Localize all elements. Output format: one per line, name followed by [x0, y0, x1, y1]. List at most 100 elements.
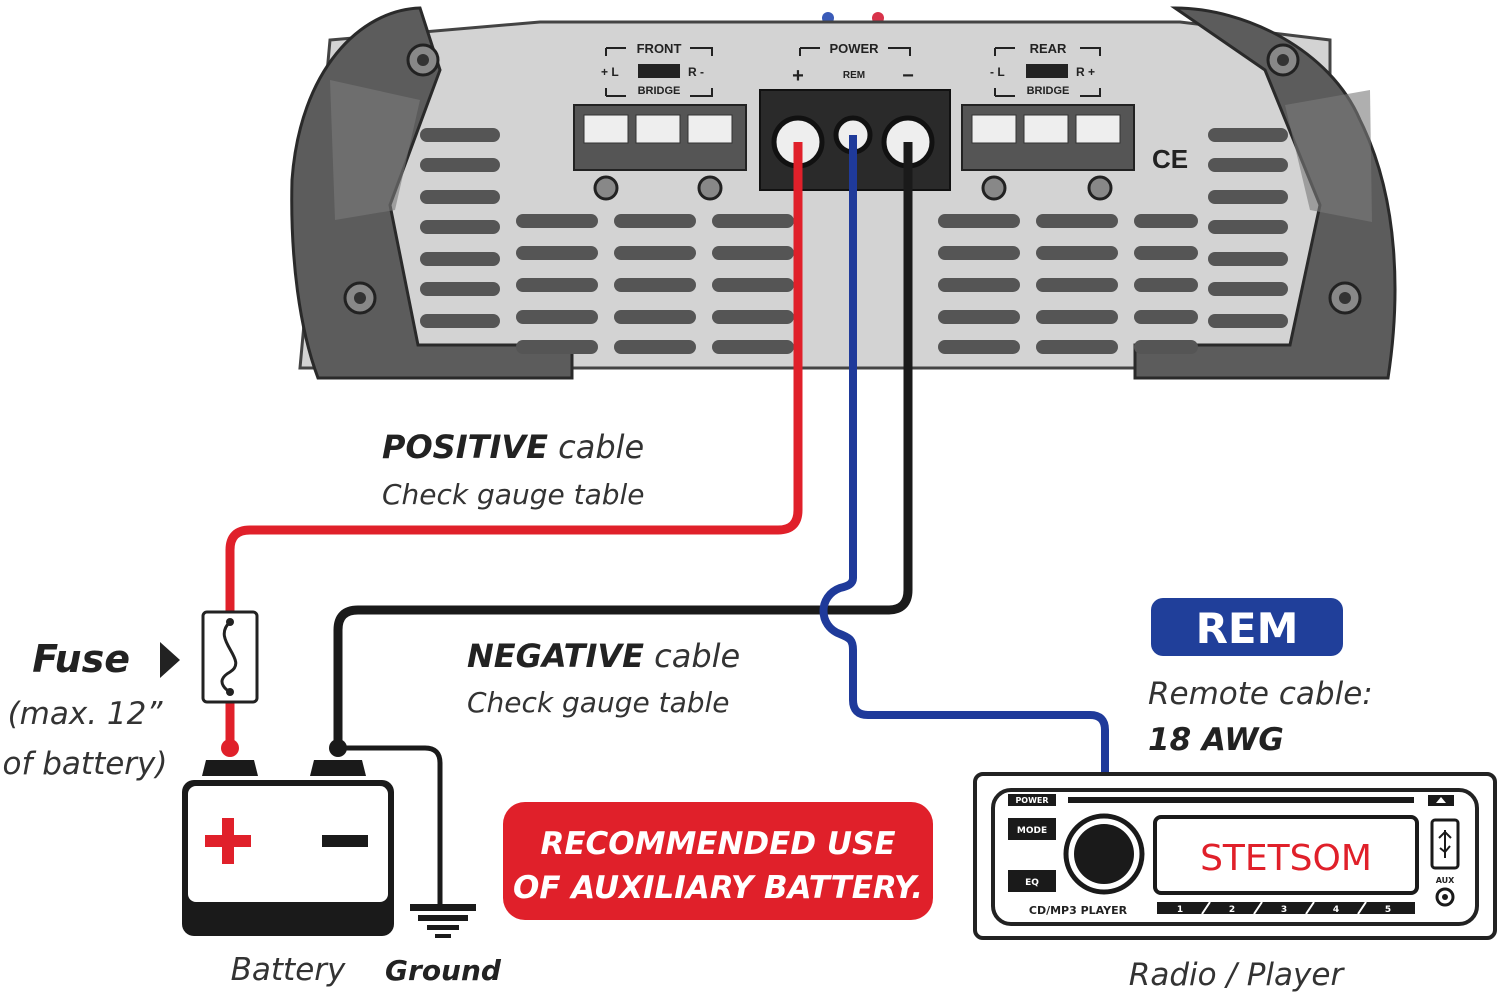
- auxiliary-battery-banner: RECOMMENDED USE OF AUXILIARY BATTERY.: [503, 802, 933, 920]
- front-bridge-label: BRIDGE: [638, 85, 681, 97]
- front-label-group: FRONT BRIDGE + L R -: [601, 41, 713, 97]
- vent-slot: [1208, 252, 1288, 266]
- power-label-group: POWER + REM −: [792, 41, 914, 87]
- positive-cable-note: Check gauge table: [382, 478, 645, 511]
- radio-label: Radio / Player: [1129, 957, 1346, 993]
- vent-slot: [712, 246, 794, 260]
- amplifier: FRONT BRIDGE + L R - POWER + REM − REAR …: [290, 6, 1397, 380]
- vent-slot: [938, 214, 1020, 228]
- rear-label-group: REAR BRIDGE - L R +: [990, 41, 1101, 97]
- vent-slot: [712, 214, 794, 228]
- vent-slot: [938, 278, 1020, 292]
- vent-slot: [1134, 246, 1198, 260]
- vent-slot: [516, 246, 598, 260]
- usb-icon: [1438, 830, 1452, 858]
- vent-slot: [420, 252, 500, 266]
- preset-button[interactable]: 5: [1385, 905, 1391, 915]
- rem-badge-text: REM: [1196, 604, 1299, 653]
- power-plus-label: +: [792, 65, 804, 87]
- mode-button[interactable]: [1008, 818, 1056, 840]
- vent-slot: [516, 278, 598, 292]
- fuse: [201, 610, 259, 704]
- front-polarity-left: + L: [601, 65, 619, 79]
- positive-cable: [225, 142, 803, 612]
- front-terminal-block: [573, 104, 747, 201]
- negative-cable-bold: NEGATIVE: [467, 637, 644, 675]
- vent-slot: [614, 340, 696, 354]
- vent-slot: [1208, 314, 1288, 328]
- vent-slot: [712, 340, 794, 354]
- preset-divider: [1201, 901, 1211, 915]
- vent-slot: [938, 246, 1020, 260]
- power-minus-label: −: [902, 65, 914, 87]
- eject-icon: [1436, 797, 1446, 803]
- rem-description: Remote cable:: [1148, 676, 1373, 712]
- vent-slot: [1134, 310, 1198, 324]
- vent-slot: [516, 340, 598, 354]
- power-button-label: POWER: [1015, 796, 1048, 805]
- vent-slot: [1036, 246, 1118, 260]
- ce-mark: CE: [1152, 144, 1188, 174]
- preset-bar: [1157, 902, 1415, 914]
- vent-slot: [1208, 282, 1288, 296]
- fuse-note-line2: of battery): [3, 746, 168, 782]
- ground-wire: [338, 745, 443, 905]
- vent-slot: [1036, 310, 1118, 324]
- rear-terminal-block: [961, 104, 1135, 201]
- positive-cable-rest: cable: [548, 428, 644, 466]
- ground-icon: [410, 904, 476, 938]
- battery-minus-icon: [322, 835, 368, 847]
- vent-slot: [712, 278, 794, 292]
- vent-slot: [712, 310, 794, 324]
- rem-badge: REM: [1151, 598, 1343, 656]
- eq-button-label: EQ: [1025, 878, 1039, 888]
- cd-slot: [1068, 797, 1414, 803]
- preset-divider: [1305, 901, 1315, 915]
- vent-slot: [420, 158, 500, 172]
- negative-cable-label: NEGATIVE cable: [467, 637, 740, 675]
- eq-button[interactable]: [1008, 870, 1056, 892]
- remote-cable: [819, 135, 1109, 775]
- positive-cable-label: POSITIVE cable: [382, 428, 644, 466]
- ground-label: Ground: [385, 954, 502, 987]
- preset-divider: [1253, 901, 1263, 915]
- negative-cable-rest: cable: [644, 637, 740, 675]
- vent-slot: [420, 220, 500, 234]
- vent-slot: [1036, 214, 1118, 228]
- preset-button[interactable]: 1: [1177, 905, 1183, 915]
- radio-model-label: CD/MP3 PLAYER: [1029, 904, 1128, 917]
- preset-divider: [1357, 901, 1367, 915]
- preset-button[interactable]: 2: [1229, 905, 1235, 915]
- vent-slot: [1208, 158, 1288, 172]
- vent-slot: [1036, 278, 1118, 292]
- vent-slot: [938, 310, 1020, 324]
- vent-slot: [1134, 340, 1198, 354]
- positive-cable-bold: POSITIVE: [382, 428, 548, 466]
- vent-slot: [1208, 190, 1288, 204]
- vent-slot: [420, 128, 500, 142]
- rear-polarity-left: - L: [990, 65, 1005, 79]
- arrow-right-icon: [160, 642, 180, 678]
- radio-player: POWER MODE EQ STETSOM AUX CD/MP3 PLAYER …: [973, 772, 1497, 940]
- vent-slot: [1208, 220, 1288, 234]
- front-polarity-right: R -: [688, 65, 704, 79]
- power-button[interactable]: [1008, 794, 1056, 806]
- rem-gauge: 18 AWG: [1148, 722, 1284, 758]
- vent-slot: [614, 214, 696, 228]
- radio-display-text: STETSOM: [1200, 838, 1372, 879]
- vent-slot: [516, 310, 598, 324]
- vent-slot: [1036, 340, 1118, 354]
- rear-polarity-right: R +: [1076, 65, 1095, 79]
- preset-button[interactable]: 3: [1281, 905, 1287, 915]
- fuse-title: Fuse: [32, 637, 130, 681]
- negative-cable: [333, 142, 913, 748]
- preset-button[interactable]: 4: [1333, 905, 1339, 915]
- power-label: POWER: [829, 41, 879, 56]
- vent-slot: [420, 282, 500, 296]
- banner-line1: RECOMMENDED USE: [540, 826, 895, 862]
- mode-button-label: MODE: [1017, 826, 1047, 836]
- rear-bridge-label: BRIDGE: [1027, 85, 1070, 97]
- fuse-note-line1: (max. 12”: [8, 696, 164, 732]
- battery-label: Battery: [231, 952, 346, 988]
